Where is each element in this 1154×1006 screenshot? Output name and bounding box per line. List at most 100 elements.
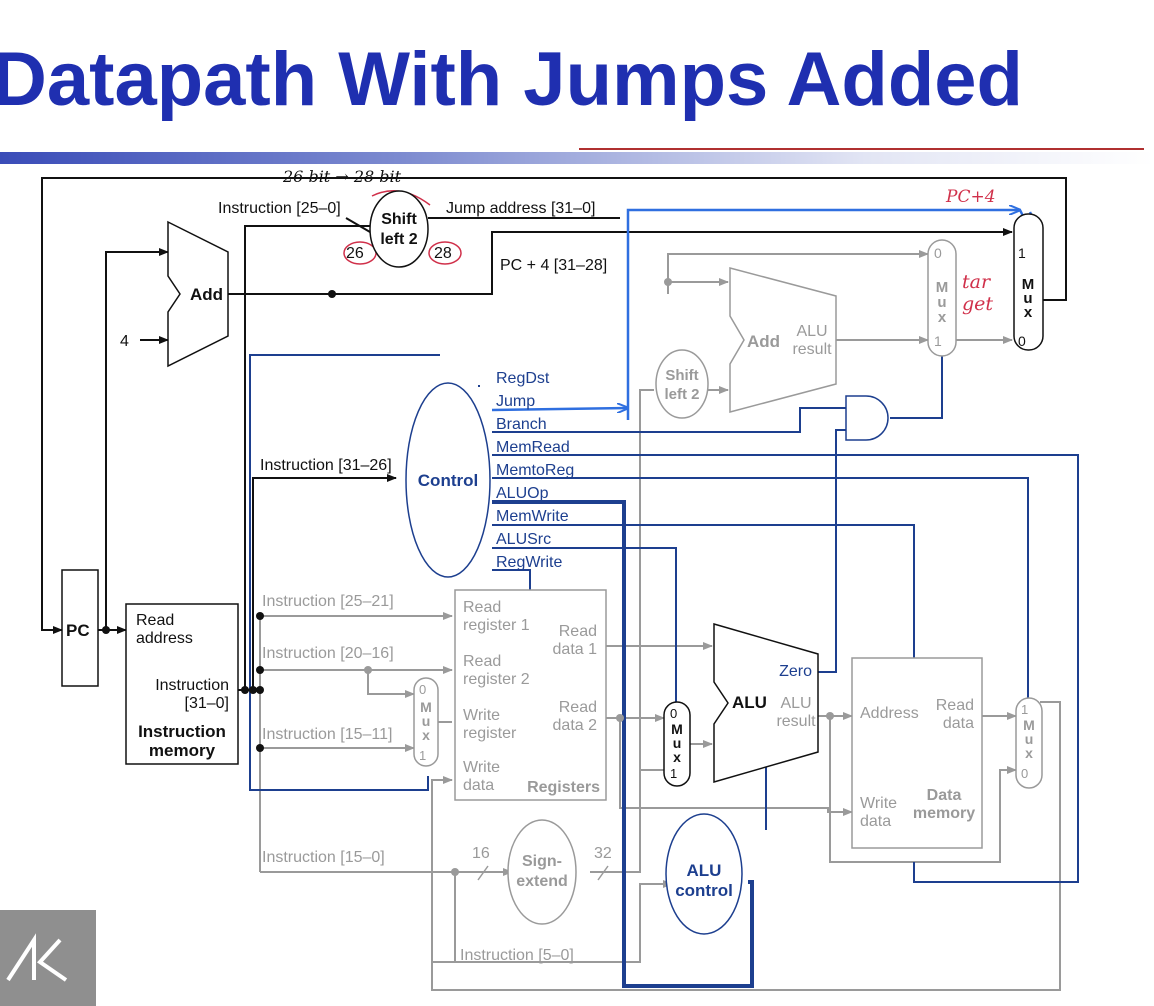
dm-write-data-1: Write (860, 795, 897, 812)
signal-memwrite: MemWrite (496, 508, 569, 525)
branch-mux (927, 239, 957, 357)
branch-and-gate (845, 395, 889, 441)
instruction-memory (125, 603, 239, 765)
branch-shift-label-2: left 2 (664, 386, 699, 403)
bits-16-label: 16 (472, 845, 490, 862)
instr-31-26-label: Instruction [31–26] (260, 457, 392, 474)
signal-regdst: RegDst (496, 370, 550, 387)
control-unit (405, 382, 491, 578)
signal-regwrite: RegWrite (496, 554, 562, 571)
branch-mux-m: M (936, 279, 949, 296)
annotation-bits-note: 26 bit → 28 bit (282, 167, 402, 186)
memtoreg-mux-m: M (1023, 717, 1035, 733)
bits-28-label: 28 (434, 245, 452, 262)
pc-adder (167, 220, 229, 368)
memtoreg-mux (1015, 697, 1043, 789)
instr-25-0-label: Instruction [25–0] (218, 200, 341, 217)
signal-alusrc: ALUSrc (496, 531, 551, 548)
data-memory-label-1: Data (927, 787, 962, 804)
memtoreg-mux-u: u (1025, 731, 1034, 747)
jump-mux-u: u (1023, 290, 1032, 307)
branch-adder-label: Add (747, 332, 780, 351)
instruction-memory-label-1: Instruction (138, 722, 226, 741)
branch-alu-label-1: ALU (796, 323, 827, 340)
address-label: Address (860, 705, 919, 722)
read-data-2b: data 2 (553, 717, 598, 734)
alu-label: ALU (732, 693, 767, 712)
junction-dots-grey (364, 278, 834, 876)
bits-32-label: 32 (594, 845, 612, 862)
constant-four: 4 (120, 333, 129, 350)
branch-shift-label-1: Shift (665, 367, 698, 384)
registers-label: Registers (527, 779, 600, 796)
regdst-mux (413, 677, 439, 767)
branch-mux-u: u (937, 294, 946, 311)
bits-16-slash (477, 865, 489, 881)
regdst-mux-1: 1 (419, 748, 426, 763)
write-register-a: Write (463, 707, 500, 724)
branch-mux-x: x (938, 309, 947, 326)
annotation-target-1: tar (962, 271, 992, 293)
signal-memtoreg: MemtoReg (496, 462, 574, 479)
alu-result-label-2: result (776, 713, 816, 730)
alusrc-mux-x: x (673, 749, 681, 765)
jump-mux (1013, 213, 1044, 351)
read-data-1a: Read (559, 623, 597, 640)
alu-control-label-1: ALU (687, 861, 722, 880)
jump-shift-left-2 (369, 190, 429, 268)
bits-32-slash (597, 865, 609, 881)
write-data-b: data (463, 777, 494, 794)
write-data-a: Write (463, 759, 500, 776)
regdst-mux-m: M (420, 699, 432, 715)
read-data-1b: data 1 (553, 641, 598, 658)
instr-15-11-label: Instruction [15–11] (262, 726, 392, 743)
read-register-1b: register 1 (463, 617, 530, 634)
register-file (454, 589, 607, 801)
control-wires (249, 354, 1079, 988)
signal-jump: Jump (496, 393, 535, 410)
signal-memread: MemRead (496, 439, 570, 456)
instr-25-21-label: Instruction [25–21] (262, 593, 394, 610)
jump-address-label: Jump address [31–0] (446, 200, 595, 217)
control-signal-labels: RegDst Jump Branch MemRead MemtoReg ALUO… (496, 370, 574, 571)
alu-control (665, 813, 743, 935)
regdst-mux-0: 0 (419, 682, 426, 697)
pc-register (61, 569, 99, 687)
read-register-2b: register 2 (463, 671, 530, 688)
slide-title: Datapath With Jumps Added (0, 37, 1023, 122)
read-address-label-2: address (136, 630, 193, 647)
dm-read-data-1: Read (936, 697, 974, 714)
datapath-diagram: PC Read address Instruction [31–0] Instr… (41, 167, 1079, 991)
alusrc-mux-m: M (671, 721, 683, 737)
memtoreg-mux-x: x (1025, 745, 1033, 761)
jump-mux-x: x (1024, 304, 1033, 321)
jump-shift-label-1: Shift (381, 211, 417, 228)
logo (0, 910, 96, 1006)
jump-shift-label-2: left 2 (380, 231, 417, 248)
dm-read-data-2: data (943, 715, 974, 732)
title-gradient-bar (0, 152, 1154, 164)
alu-control-label-2: control (675, 881, 733, 900)
control-label: Control (418, 471, 478, 490)
branch-alu-label-2: result (792, 341, 832, 358)
instruction-memory-label-2: memory (149, 741, 216, 760)
regdst-mux-u: u (422, 713, 431, 729)
read-data-2a: Read (559, 699, 597, 716)
sign-extend-label-2: extend (516, 873, 568, 890)
bits-26-label: 26 (346, 245, 364, 262)
instr-5-0-label: Instruction [5–0] (460, 947, 574, 964)
regdst-mux-x: x (422, 727, 430, 743)
zero-label: Zero (779, 663, 812, 680)
memtoreg-mux-0: 0 (1021, 766, 1028, 781)
branch-adder (729, 267, 837, 413)
dm-write-data-2: data (860, 813, 891, 830)
branch-mux-0: 0 (934, 245, 942, 261)
jump-mux-1: 1 (1018, 245, 1026, 261)
sign-extend-label-1: Sign- (522, 853, 562, 870)
alu-result-label-1: ALU (780, 695, 811, 712)
jump-mux-m: M (1022, 276, 1035, 293)
signal-branch: Branch (496, 416, 547, 433)
data-memory (851, 657, 983, 849)
alusrc-mux-1: 1 (670, 766, 677, 781)
pc-label: PC (66, 621, 90, 640)
